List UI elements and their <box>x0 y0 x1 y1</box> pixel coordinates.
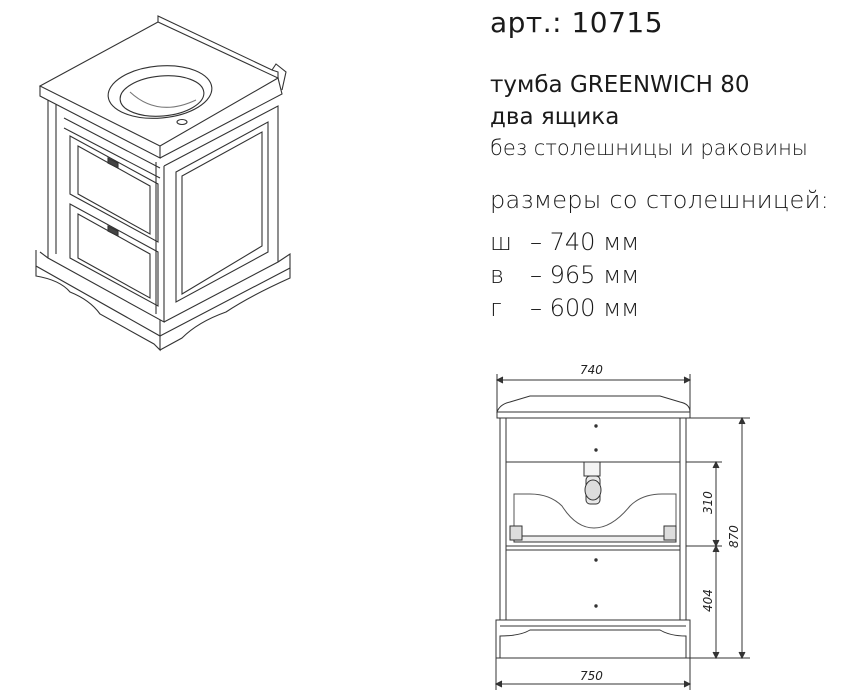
product-subtitle: два ящика <box>490 104 620 130</box>
dimensions-heading: размеры со столешницей: <box>490 186 830 214</box>
isometric-cabinet-illustration <box>35 15 291 352</box>
dim-total-height: 870 <box>727 525 741 548</box>
dim-bottom-width: 750 <box>580 669 603 683</box>
dim-top-width: 740 <box>580 363 603 377</box>
product-note: без столешницы и раковины <box>490 136 808 160</box>
front-technical-drawing <box>494 374 750 690</box>
dimension-value: – 740 мм <box>530 228 640 256</box>
product-title: тумба GREENWICH 80 <box>490 72 750 98</box>
dimension-key: г <box>490 294 502 322</box>
dim-upper-section: 310 <box>701 491 715 514</box>
article-number: арт.: 10715 <box>490 6 664 39</box>
dimension-row-depth: г – 600 мм <box>490 294 639 322</box>
dimension-key: в <box>490 261 505 289</box>
dimension-value: – 600 мм <box>530 294 640 322</box>
dimension-value: – 965 мм <box>530 261 640 289</box>
dim-lower-section: 404 <box>701 589 715 612</box>
dimension-row-height: в – 965 мм <box>490 261 639 289</box>
dimension-key: ш <box>490 228 512 256</box>
dimension-row-width: ш – 740 мм <box>490 228 639 256</box>
